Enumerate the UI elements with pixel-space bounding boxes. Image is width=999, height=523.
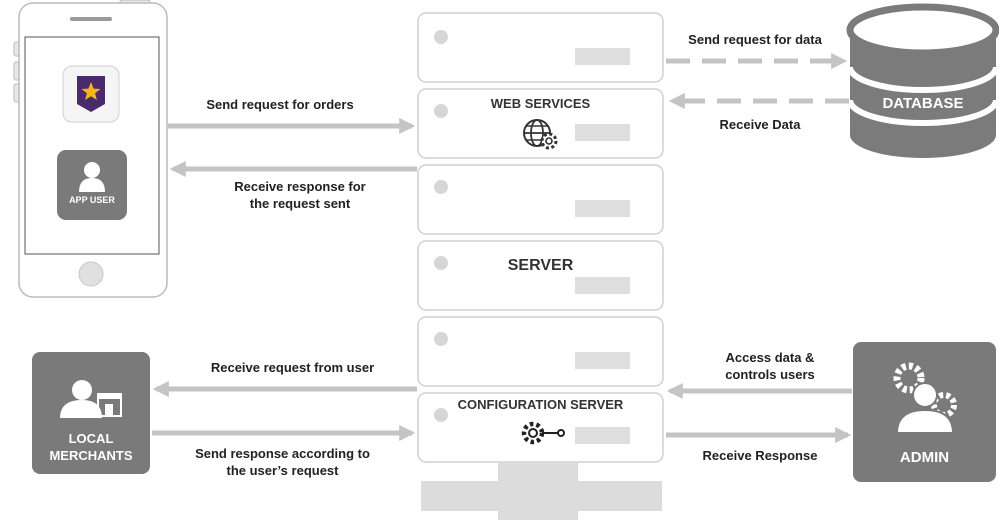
access-data-line2: controls users [725, 367, 815, 382]
merchant-person-icon [60, 380, 102, 418]
local-merchants-label: LOCAL MERCHANTS [32, 430, 150, 464]
server-label: SERVER [507, 257, 574, 274]
receive-response-line1: Receive response for [234, 179, 366, 194]
receive-data-label: Receive Data [719, 117, 801, 132]
receive-response-line2: the request sent [249, 196, 351, 211]
local-merchants-box[interactable] [32, 352, 150, 474]
configuration-server-label: CONFIGURATION SERVER [457, 397, 624, 412]
server-unit-2 [417, 88, 664, 159]
send-response-label: Send response according to the user’s re… [170, 445, 395, 479]
access-data-label: Access data & controls users [695, 349, 845, 383]
send-response-line2: the user’s request [226, 463, 339, 478]
server-drive-slot [575, 427, 630, 444]
server-indicator [434, 256, 448, 270]
database-cylinder [846, 3, 999, 158]
admin-gears-icon [893, 362, 957, 434]
app-user-label: APP USER [69, 195, 115, 205]
phone-speaker [70, 17, 112, 21]
server-indicator [434, 180, 448, 194]
arrows [152, 52, 852, 444]
web-services-label: WEB SERVICES [490, 96, 591, 111]
server-indicator [434, 30, 448, 44]
receive-response-admin-label: Receive Response [702, 448, 818, 463]
receive-request-user-label: Receive request from user [210, 360, 375, 375]
access-data-line1: Access data & [725, 350, 815, 365]
admin-box[interactable] [853, 342, 996, 482]
send-response-line1: Send response according to [195, 446, 370, 461]
server-drive-slot [575, 200, 630, 217]
user-icon [79, 162, 105, 192]
star-icon [81, 82, 101, 100]
gear-key-icon [521, 421, 565, 445]
server-indicator [434, 332, 448, 346]
phone-home-button[interactable] [78, 261, 104, 287]
server-drive-slot [575, 124, 630, 141]
server-unit-3 [417, 164, 664, 235]
mobile-phone [13, 0, 168, 298]
server-indicator [434, 408, 448, 422]
server-unit-1 [417, 12, 664, 83]
admin-label: ADMIN [899, 449, 950, 466]
local-merchants-label-line2: MERCHANTS [49, 448, 133, 463]
server-stand-base [421, 481, 662, 511]
globe-gear-icon [523, 119, 558, 150]
send-orders-label: Send request for orders [206, 97, 354, 112]
server-unit-4 [417, 240, 664, 311]
receive-response-label: Receive response for the request sent [190, 178, 410, 212]
server-unit-5 [417, 316, 664, 387]
server-indicator [434, 104, 448, 118]
send-data-label: Send request for data [688, 32, 822, 47]
database-label: DATABASE [882, 95, 964, 112]
server-drive-slot [575, 277, 630, 294]
server-drive-slot [575, 48, 630, 65]
server-drive-slot [575, 352, 630, 369]
server-stack [417, 12, 664, 520]
local-merchants-label-line1: LOCAL [68, 431, 114, 446]
shop-icon [97, 393, 122, 417]
